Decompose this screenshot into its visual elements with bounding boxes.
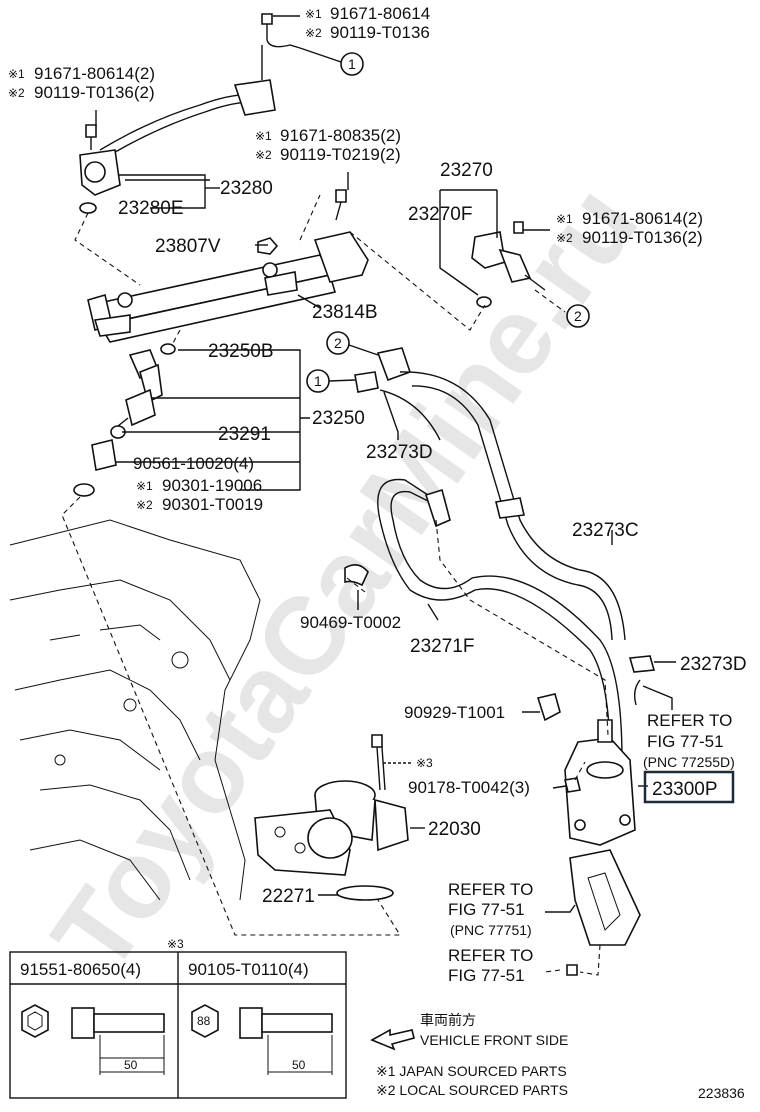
label-notes-ast1_top: ※1: [556, 212, 573, 226]
label-91671-80614-2: 91671-80614(2): [34, 64, 155, 83]
label-23814B: 23814B: [312, 302, 378, 323]
engine-block-outline: [9, 519, 261, 901]
fuel-rail: [87, 189, 369, 355]
label-90561-10020: 90561-10020(4): [133, 454, 254, 473]
note-local-sourced: ※2 LOCAL SOURCED PARTS: [376, 1082, 568, 1098]
callout-2-right: 2: [566, 304, 590, 328]
bolt-90105-drawing: 88 50: [191, 1004, 333, 1075]
bolt-legend-table: ※3 91551-80650(4) 90105-T0110(4) 50 88: [9, 937, 347, 1099]
callout-1-top: 1: [299, 47, 364, 76]
label-23280E: 23280E: [118, 198, 184, 219]
refer-2-line2: FIG 77-51: [448, 900, 525, 919]
label-callouts-c2: 2: [334, 335, 342, 351]
label-91671-80614-2b: 91671-80614(2): [582, 209, 703, 228]
label-notes-ast2_top: ※2: [8, 86, 25, 100]
label-23273D-lower: 23273D: [680, 654, 747, 675]
label-notes-ast1_top: ※1: [255, 129, 272, 143]
callout-2-hose: 2: [326, 331, 379, 356]
label-23270: 23270: [440, 160, 493, 181]
label-notes-ast1_top: ※1: [8, 67, 25, 81]
label-90301-T0019: 90301-T0019: [162, 495, 263, 514]
label-notes-ast3: ※3: [167, 937, 184, 951]
pressure-regulator: [471, 221, 546, 308]
label-90119-T0136-2b: 90119-T0136(2): [582, 228, 703, 247]
label-legend_table-bolt2_mark: 88: [197, 1014, 211, 1028]
leader-lines: [95, 15, 676, 913]
fuel-pipe-assembly: [79, 13, 301, 214]
fuel-hoses: [344, 347, 656, 761]
label-legend_table-dim2: 50: [292, 1058, 306, 1072]
label-91671-80835-2: 91671-80835(2): [280, 126, 401, 145]
canister-23300P: [536, 693, 641, 976]
highlight-23300P: [643, 770, 735, 804]
bolt-91551-drawing: 50: [21, 1004, 165, 1075]
label-23291: 23291: [218, 424, 271, 445]
label-legend_table-dim1: 50: [124, 1058, 138, 1072]
label-22030: 22030: [428, 819, 481, 840]
label-23300P: 23300P: [652, 779, 718, 800]
legend-part-1: 91551-80650(4): [20, 960, 141, 979]
part-labels: ※1 91671-80614 ※2 90119-T0136 ※1 91671-8…: [8, 4, 747, 985]
fuel-injector: [73, 349, 163, 497]
note-ast2: ※2: [305, 26, 322, 40]
label-notes-ast3: ※3: [416, 756, 433, 770]
note-ast1: ※1: [305, 7, 322, 21]
dashed-guides: [61, 194, 609, 976]
label-90119-T0219-2: 90119-T0219(2): [280, 145, 401, 164]
label-23807V: 23807V: [155, 236, 221, 257]
label-90929-T1001: 90929-T1001: [404, 703, 505, 722]
label-notes-ast1_top: ※1: [136, 479, 153, 493]
label-23271F: 23271F: [410, 636, 474, 657]
label-22271: 22271: [262, 886, 315, 907]
label-notes-ast2_top: ※2: [556, 231, 573, 245]
label-callouts-c1: 1: [348, 56, 356, 72]
refer-3-line2: FIG 77-51: [448, 966, 525, 985]
refer-1-line3: (PNC 77255D): [643, 754, 735, 770]
label-90119-T0136-top: 90119-T0136: [330, 23, 430, 42]
callout-1-hose: 1: [306, 369, 356, 393]
label-90178-T0042: 90178-T0042(3): [408, 778, 530, 797]
label-notes-ast2_top: ※2: [255, 148, 272, 162]
label-notes-ast2_top: ※2: [136, 498, 153, 512]
label-callouts-c2: 2: [574, 308, 582, 324]
throttle-body: [254, 734, 409, 901]
direction-jp: 車両前方: [420, 1012, 476, 1028]
refer-2-line1: REFER TO: [448, 880, 533, 899]
label-23250B: 23250B: [208, 341, 274, 362]
legend-part-2: 90105-T0110(4): [188, 960, 309, 979]
label-90301-19006: 90301-19006: [162, 476, 262, 495]
label-23270F: 23270F: [408, 204, 472, 225]
figure-id: 223836: [698, 1085, 745, 1101]
label-callouts-c1: 1: [314, 373, 322, 389]
note-japan-sourced: ※1 JAPAN SOURCED PARTS: [376, 1063, 567, 1079]
label-23250: 23250: [312, 408, 365, 429]
refer-2-line3: (PNC 77751): [450, 922, 532, 938]
label-91671-80614-top: 91671-80614: [330, 4, 430, 23]
label-23280: 23280: [220, 178, 273, 199]
refer-3-line1: REFER TO: [448, 946, 533, 965]
direction-en: VEHICLE FRONT SIDE: [420, 1032, 568, 1048]
front-arrow-icon: [370, 1028, 415, 1051]
label-90119-T0136-2: 90119-T0136(2): [34, 83, 155, 102]
label-23273C: 23273C: [572, 520, 639, 541]
refer-1-line2: FIG 77-51: [647, 732, 724, 751]
label-90469-T0002: 90469-T0002: [300, 613, 401, 632]
label-23273D-upper: 23273D: [366, 442, 433, 463]
vehicle-front-indicator: 車両前方 VEHICLE FRONT SIDE: [370, 1012, 568, 1051]
refer-1-line1: REFER TO: [647, 711, 732, 730]
